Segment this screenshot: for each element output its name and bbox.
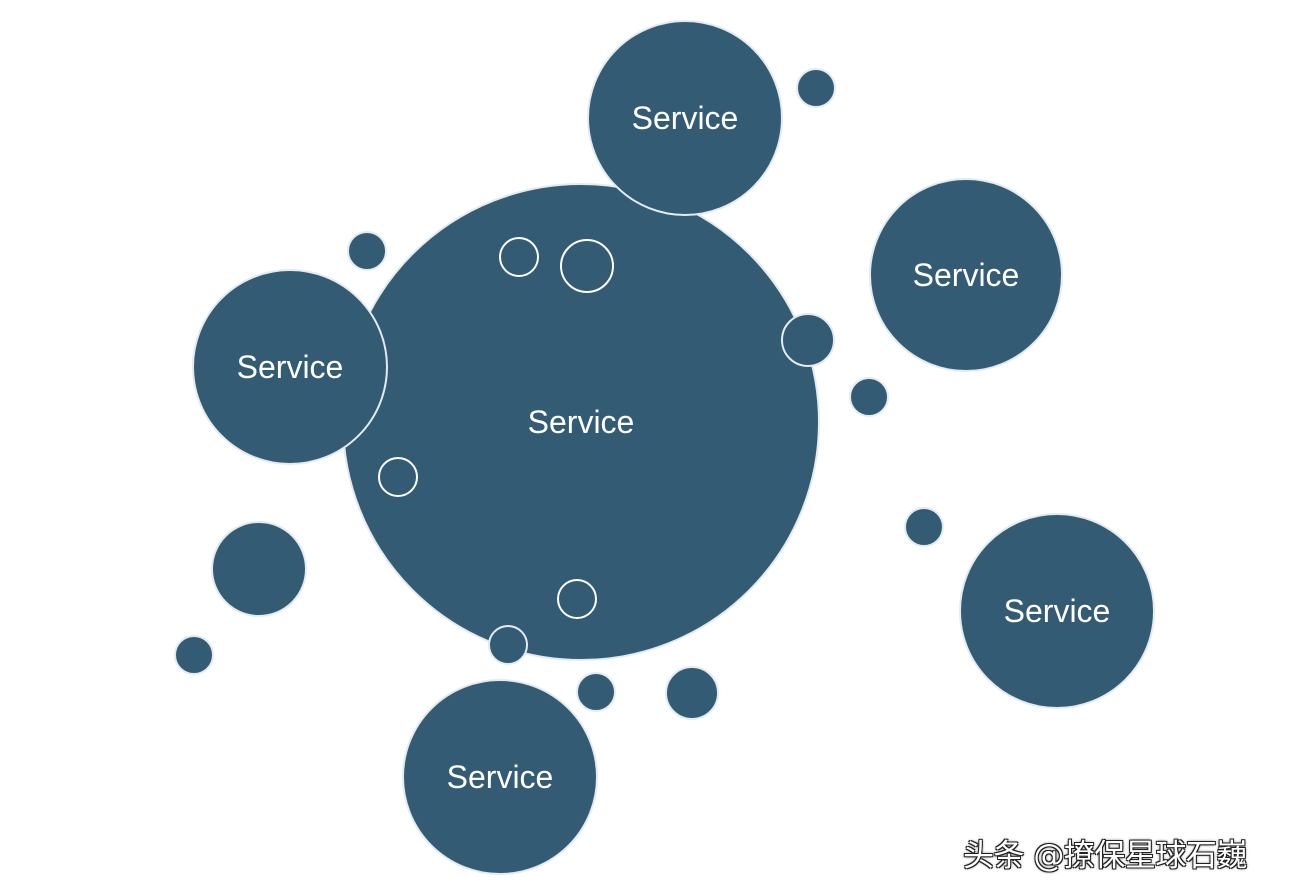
service-left-label: Service xyxy=(237,349,344,385)
main-hole-4 xyxy=(557,579,597,619)
particle-right xyxy=(904,507,944,547)
particle-mid-right xyxy=(849,377,889,417)
service-main: Service xyxy=(342,183,820,661)
service-bottom: Service xyxy=(402,679,598,875)
service-top-label: Service xyxy=(632,100,739,136)
service-top: Service xyxy=(587,20,783,216)
service-main-label: Service xyxy=(528,404,635,440)
main-hole-2 xyxy=(560,239,614,293)
edge-particle-bottom xyxy=(488,625,528,665)
particle-upper-left xyxy=(347,231,387,271)
service-bottom-circle xyxy=(402,679,598,875)
service-lower-right: Service xyxy=(959,513,1155,709)
service-left: Service xyxy=(192,269,388,465)
service-upper-right: Service xyxy=(869,178,1063,372)
service-lower-right-circle xyxy=(959,513,1155,709)
main-hole-3 xyxy=(378,457,418,497)
service-upper-right-label: Service xyxy=(913,257,1020,293)
service-left-circle xyxy=(192,269,388,465)
particle-top-right xyxy=(796,68,836,108)
particle-far-left xyxy=(174,635,214,675)
watermark-text: 头条 @撩保星球石巍 xyxy=(963,838,1247,874)
edge-particle-right xyxy=(781,313,835,367)
service-lower-right-label: Service xyxy=(1004,593,1111,629)
service-top-circle xyxy=(587,20,783,216)
particle-bottom-small xyxy=(576,672,616,712)
main-hole-1 xyxy=(499,237,539,277)
particle-bottom-medium xyxy=(665,666,719,720)
particle-left-medium xyxy=(211,521,307,617)
service-upper-right-circle xyxy=(869,178,1063,372)
service-bottom-label: Service xyxy=(447,759,554,795)
